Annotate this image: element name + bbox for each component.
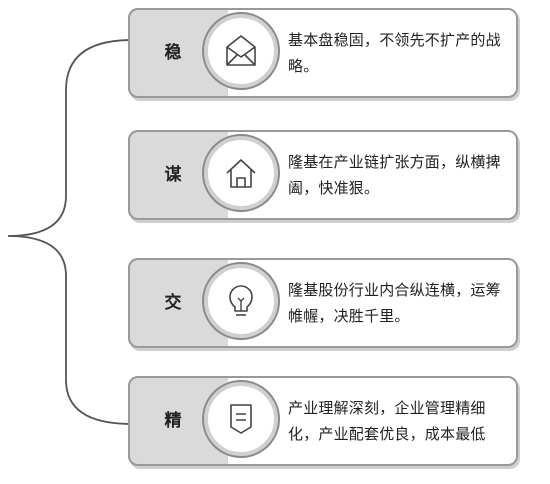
card-icon-circle <box>204 264 278 338</box>
card-char: 精 <box>164 411 182 431</box>
card-description: 隆基股份行业内合纵连横，运筹帷幄，决胜千里。 <box>288 281 501 325</box>
card-description: 产业理解深刻，企业管理精细化，产业配套优良，成本最低 <box>288 399 486 443</box>
card-stable: 稳 基本盘稳固，不领先不扩产的战略。 <box>128 8 518 98</box>
card-alliance: 交 隆基股份行业内合纵连横，运筹帷幄，决胜千里。 <box>128 258 518 348</box>
envelope-icon <box>226 35 256 66</box>
card-char: 谋 <box>164 165 182 185</box>
house-icon <box>226 159 256 188</box>
lightbulb-icon <box>229 285 253 316</box>
card-description: 基本盘稳固，不领先不扩产的战略。 <box>288 31 501 75</box>
card-char: 交 <box>164 293 182 313</box>
left-brace <box>7 39 133 425</box>
card-refine: 精 产业理解深刻，企业管理精细化，产业配套优良，成本最低 <box>128 376 518 466</box>
card-icon-circle <box>204 14 278 88</box>
card-icon-circle <box>204 382 278 456</box>
card-plan: 谋 隆基在产业链扩张方面，纵横捭阖，快准狠。 <box>128 130 518 220</box>
document-icon <box>230 404 252 434</box>
card-icon-circle <box>204 136 278 210</box>
card-description: 隆基在产业链扩张方面，纵横捭阖，快准狠。 <box>288 153 501 197</box>
card-char: 稳 <box>164 43 182 63</box>
